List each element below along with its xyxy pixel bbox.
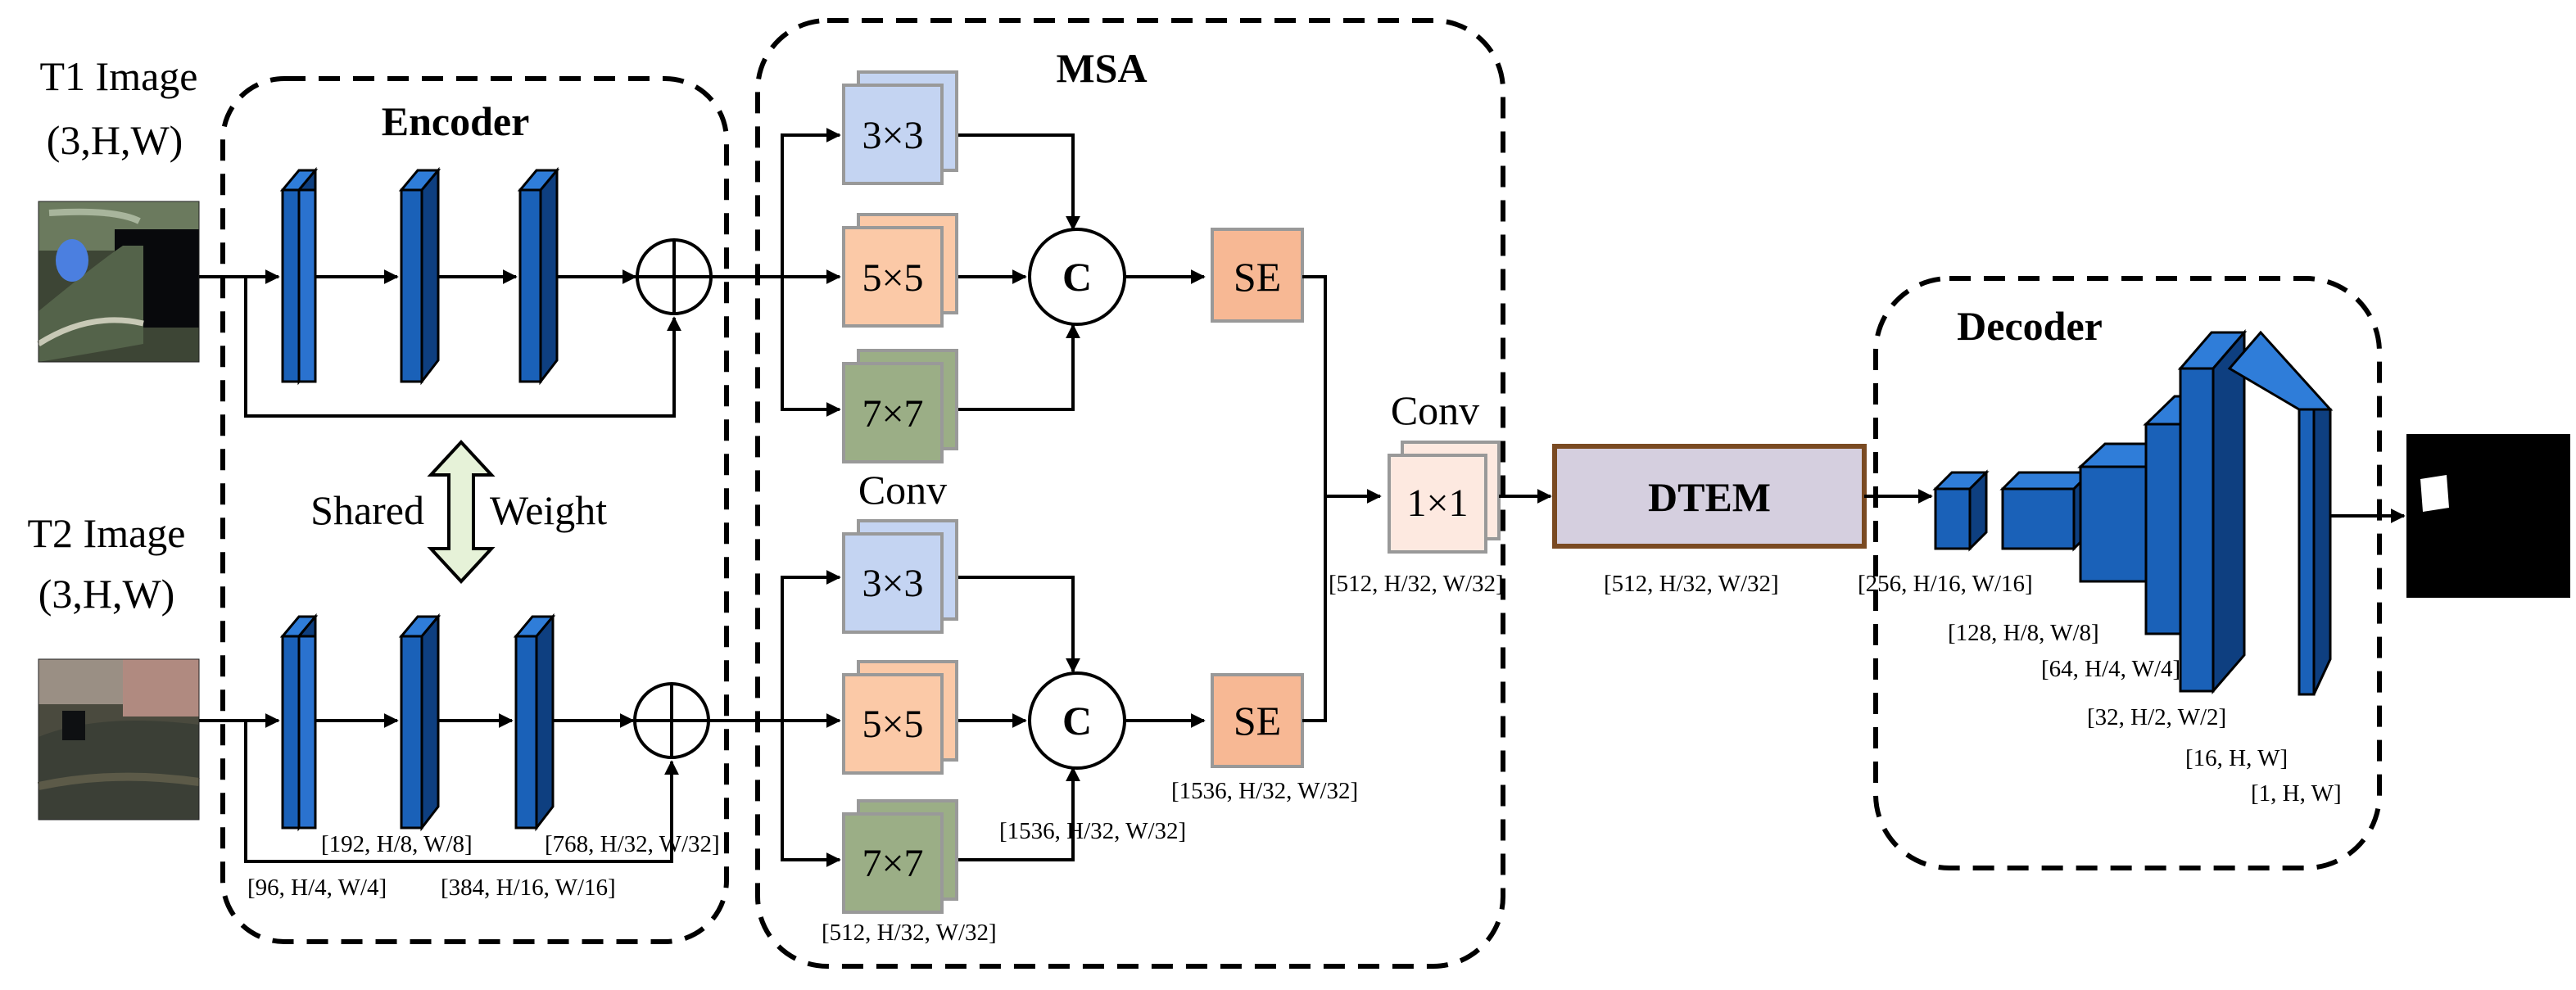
decoder-dim-128: [128, H/8, W/8]	[1948, 620, 2099, 646]
msa-top-kernel-7x7-label: 7×7	[862, 392, 923, 436]
t1-title: T1 Image	[40, 53, 198, 99]
shared-label: Shared	[310, 487, 424, 533]
encoder-t2-add	[633, 682, 710, 759]
msa-dim-512: [512, H/32, W/32]	[822, 920, 997, 946]
encoder-dim-192: [192, H/8, W/8]	[321, 831, 473, 857]
fusion-conv-label: Conv	[1391, 387, 1479, 433]
decoder-group	[1873, 276, 2382, 870]
msa-bottom-kernel-7x7-label: 7×7	[862, 842, 923, 885]
shared-weight-arrow	[427, 440, 496, 584]
encoder-t1-block-1	[279, 166, 319, 386]
decoder-title: Decoder	[1957, 303, 2103, 349]
encoder-t1-block-3	[517, 166, 560, 386]
decoder-dim-16: [16, H, W]	[2185, 745, 2288, 771]
fusion-dim: [512, H/32, W/32]	[1329, 571, 1504, 597]
fusion-kernel-1x1-label: 1×1	[1406, 481, 1468, 525]
decoder-dim-1: [1, H, W]	[2251, 780, 2342, 807]
decoder-dim-32: [32, H/2, W/2]	[2087, 704, 2226, 730]
msa-top-concat	[1028, 228, 1126, 326]
decoder-block-6	[2227, 330, 2334, 696]
encoder-t2-block-2	[398, 613, 441, 832]
msa-bottom-kernel-5x5-label: 5×5	[862, 703, 923, 746]
msa-top-concat-label: C	[1062, 254, 1092, 300]
msa-conv-label: Conv	[858, 467, 947, 513]
t1-image	[37, 201, 200, 363]
msa-top-se-label: SE	[1234, 254, 1281, 300]
msa-dim-1536-left: [1536, H/32, W/32]	[999, 818, 1186, 844]
decoder-dim-64: [64, H/4, W/4]	[2041, 656, 2180, 682]
encoder-group	[220, 76, 729, 944]
encoder-dim-384: [384, H/16, W/16]	[441, 875, 616, 901]
msa-group	[755, 18, 1505, 969]
dtem-dim: [512, H/32, W/32]	[1604, 571, 1779, 597]
encoder-t2-arrows	[199, 713, 679, 863]
msa-bottom-branch-lines	[709, 570, 1206, 867]
msa-bottom-se-label: SE	[1234, 698, 1281, 744]
msa-bottom-concat	[1028, 671, 1126, 770]
msa-top-kernel-3x3-label: 3×3	[862, 114, 923, 157]
msa-bottom-kernel-7x7	[842, 799, 958, 914]
msa-top-kernel-7x7	[842, 349, 958, 463]
weight-label: Weight	[490, 487, 607, 533]
msa-top-kernel-5x5	[842, 213, 958, 328]
t2-shape: (3,H,W)	[38, 571, 175, 617]
fusion-kernel-1x1	[1388, 441, 1501, 554]
decoder-block-1	[1932, 469, 1990, 552]
msa-title: MSA	[1056, 45, 1147, 91]
msa-bottom-concat-label: C	[1062, 698, 1092, 744]
dtem-block	[1552, 444, 1867, 549]
decoder-dim-256: [256, H/16, W/16]	[1858, 571, 2033, 597]
t2-title: T2 Image	[28, 510, 186, 556]
t2-image	[37, 658, 200, 820]
msa-top-kernel-5x5-label: 5×5	[862, 256, 923, 300]
output-mask-image	[2406, 434, 2570, 598]
t1-shape: (3,H,W)	[47, 117, 183, 163]
decoder-block-5	[2177, 328, 2248, 695]
encoder-t1-arrows	[199, 269, 681, 418]
msa-top-kernel-3x3	[842, 70, 958, 185]
encoder-dim-768: [768, H/32, W/32]	[545, 831, 720, 857]
encoder-t1-block-2	[398, 166, 441, 386]
dtem-label: DTEM	[1648, 474, 1771, 520]
msa-top-se	[1211, 228, 1304, 323]
encoder-dim-96: [96, H/4, W/4]	[247, 875, 387, 901]
msa-bottom-kernel-5x5	[842, 660, 958, 775]
se-merge-lines	[1302, 275, 1382, 722]
encoder-title: Encoder	[382, 98, 530, 144]
msa-bottom-kernel-3x3-label: 3×3	[862, 562, 923, 605]
decoder-block-2	[1999, 469, 2094, 552]
encoder-t2-block-1	[279, 613, 319, 832]
msa-dim-1536-right: [1536, H/32, W/32]	[1171, 778, 1358, 804]
encoder-t2-block-3	[513, 613, 556, 832]
msa-top-branch-lines	[711, 128, 1206, 417]
encoder-t1-add	[636, 238, 713, 315]
msa-bottom-kernel-3x3	[842, 519, 958, 634]
msa-bottom-se	[1211, 673, 1304, 768]
